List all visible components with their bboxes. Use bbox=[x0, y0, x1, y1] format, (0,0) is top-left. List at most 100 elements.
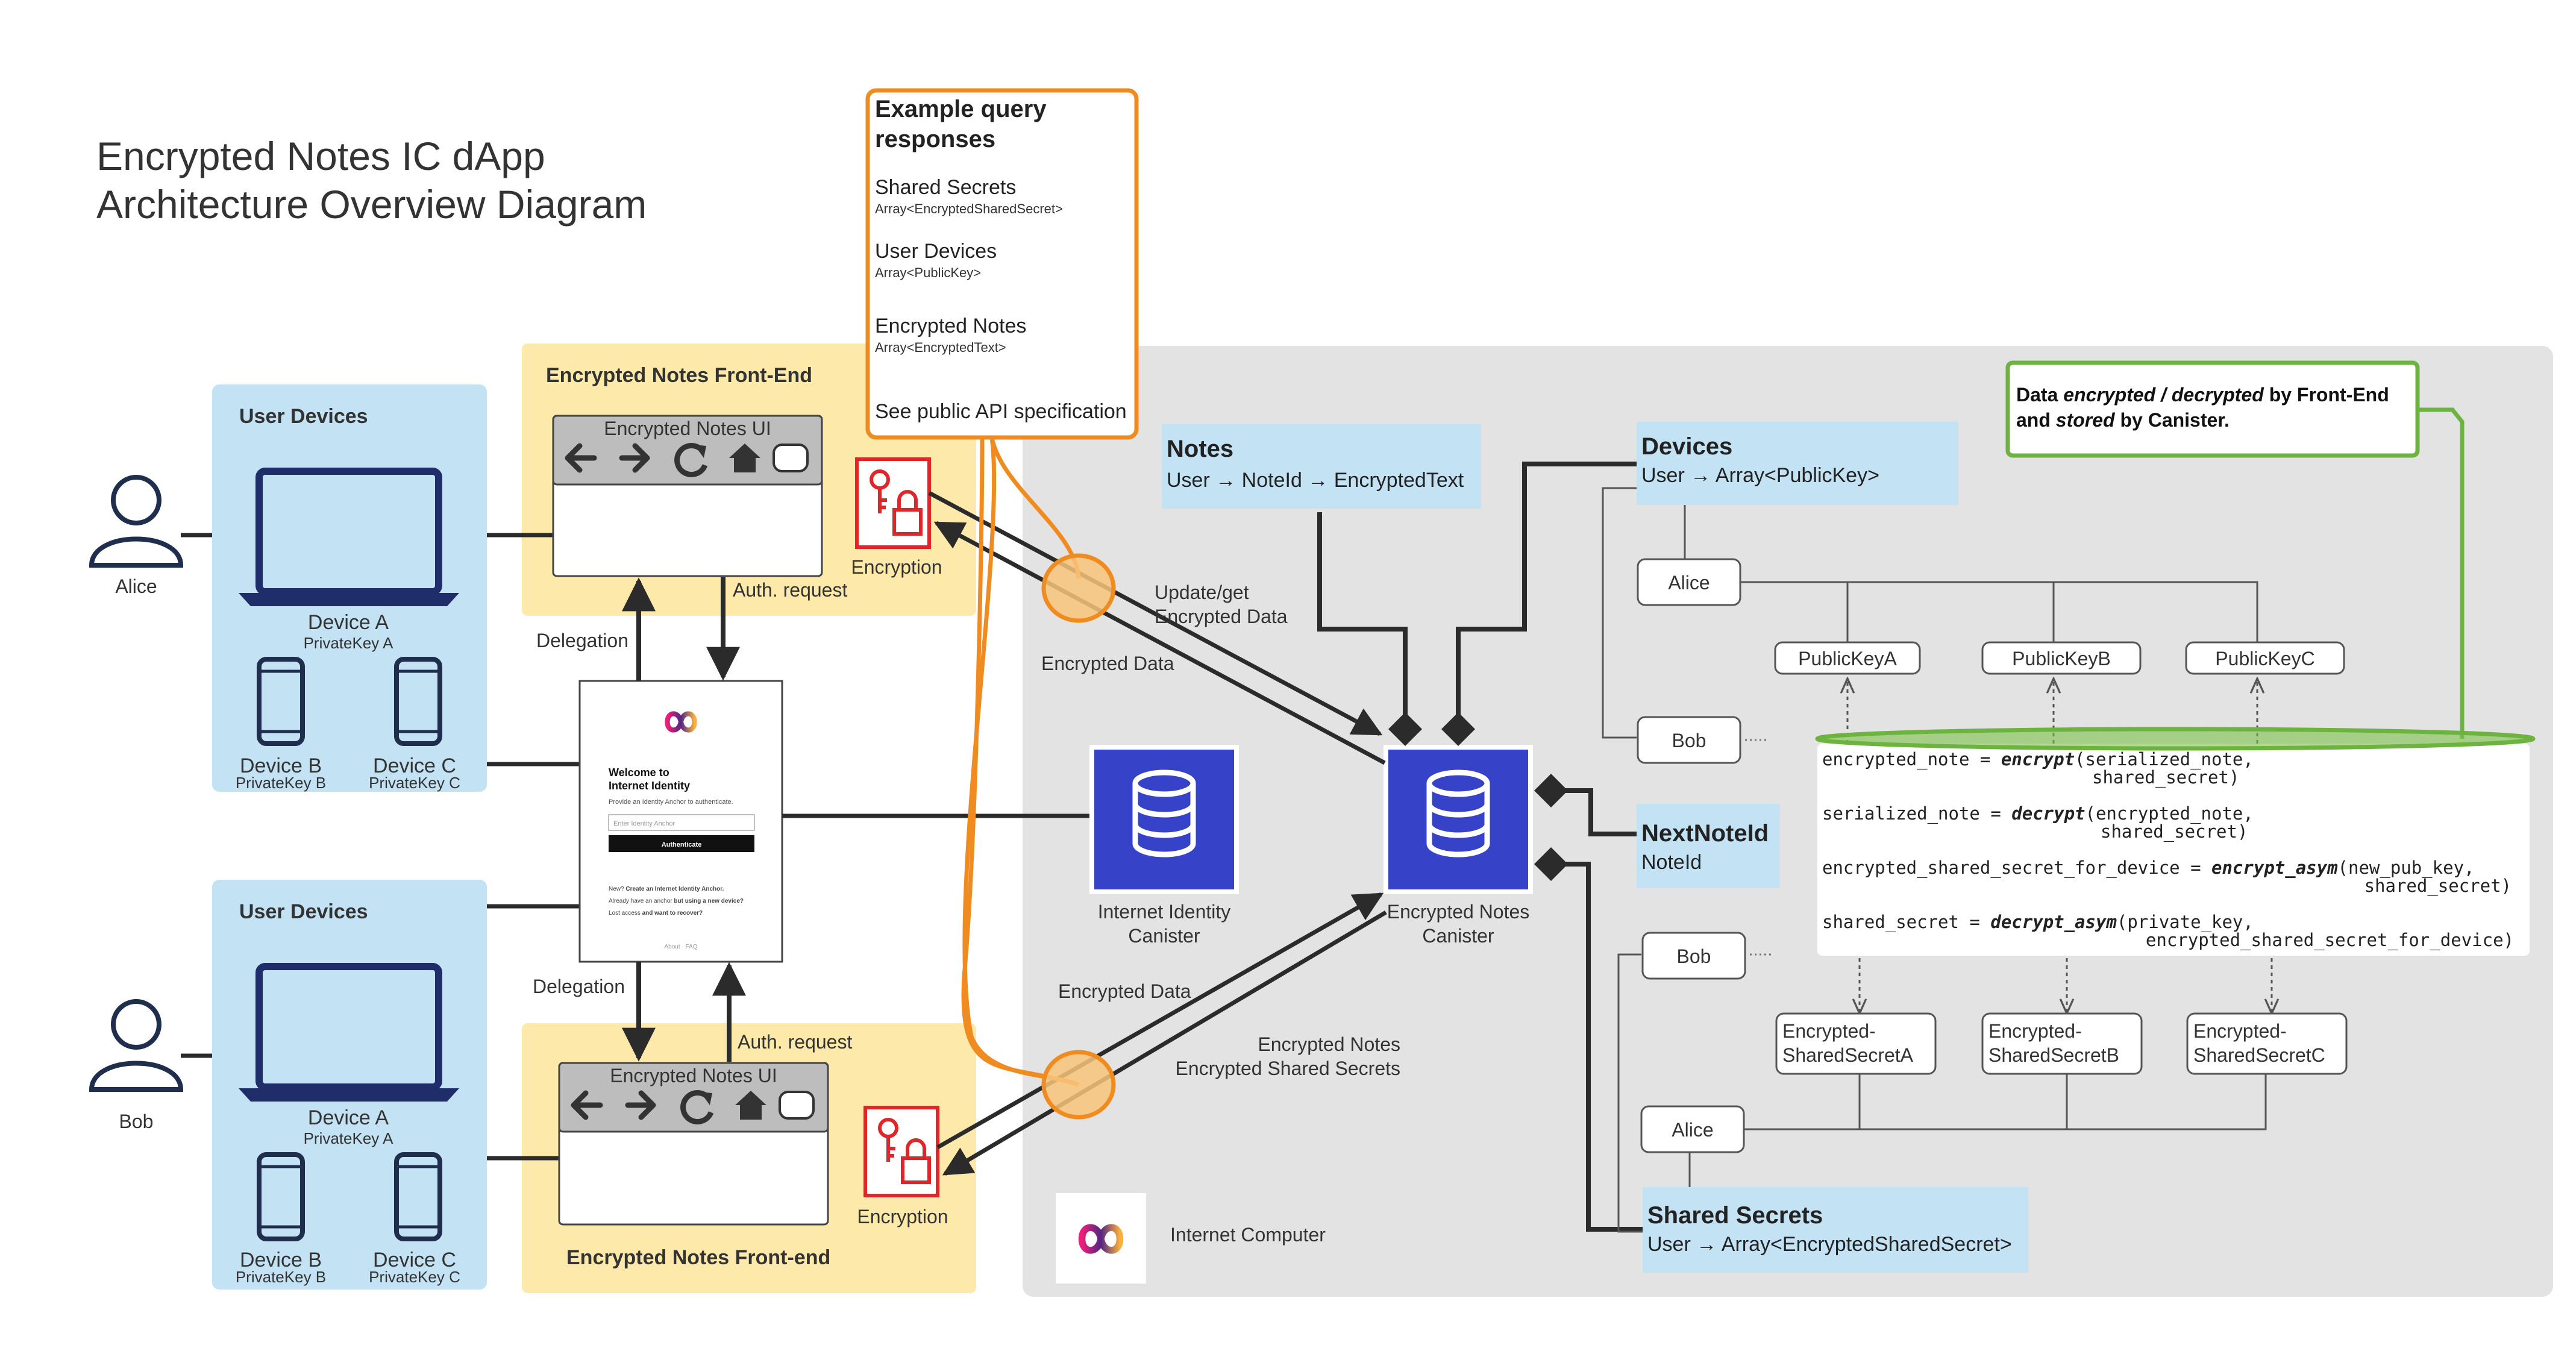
phone-icon bbox=[394, 657, 442, 746]
api-spec-link[interactable]: See public API specification bbox=[875, 400, 1127, 423]
notes-store-map: User → NoteId → EncryptedText bbox=[1167, 469, 1464, 492]
device-c-key: PrivateKey C bbox=[369, 774, 460, 792]
green-highlight bbox=[1815, 727, 2536, 751]
reload-icon bbox=[680, 1090, 714, 1124]
encryption-bottom-label: Encryption bbox=[857, 1206, 948, 1227]
arrow-left-icon bbox=[571, 1090, 603, 1120]
ii-authenticate-button[interactable] bbox=[609, 835, 754, 852]
ess-c-node bbox=[2186, 1012, 2348, 1075]
user-alice-label: Alice bbox=[115, 575, 157, 597]
example-title-2: responses bbox=[875, 126, 995, 152]
notes-canister-label-2: Canister bbox=[1422, 925, 1494, 947]
ii-welcome-2: Internet Identity bbox=[609, 780, 690, 792]
diamond-devices bbox=[1441, 712, 1475, 746]
ii-lost-line: Lost access and want to recover? bbox=[609, 910, 703, 917]
internet-computer-area bbox=[1023, 346, 2553, 1297]
data-highlight-top bbox=[1041, 553, 1116, 623]
devices-store-map: User → Array<PublicKey> bbox=[1641, 464, 1879, 487]
notes-canister-label-1: Encrypted Notes bbox=[1387, 901, 1530, 923]
tree-bob-node bbox=[1637, 716, 1741, 764]
ii-anchor-placeholder: Enter Identity Anchor bbox=[613, 820, 675, 827]
user-icon bbox=[89, 999, 184, 1092]
public-key-b-node bbox=[1981, 641, 2142, 675]
crypto-code: encrypted_note = encrypt(serialized_note… bbox=[1822, 749, 2514, 951]
arrow-right-icon bbox=[619, 443, 650, 473]
crypto-code-panel bbox=[1817, 744, 2530, 956]
example-notes-type: Array<EncryptedText> bbox=[875, 340, 1006, 355]
ii-anchor-line: Already have an anchor but using a new d… bbox=[609, 898, 744, 904]
next-note-id-title: NextNoteId bbox=[1641, 820, 1769, 847]
key-lock-icon bbox=[855, 457, 931, 549]
tree-bob2-label: Bob bbox=[1677, 945, 1711, 967]
internet-identity-screen: Welcome to Internet Identity Provide an … bbox=[578, 680, 783, 963]
device-a-label: Device A bbox=[308, 1106, 389, 1129]
device-c-label: Device C bbox=[373, 1249, 456, 1271]
code-line-6: shared_secret) bbox=[2364, 876, 2512, 897]
user-devices-top-title: User Devices bbox=[239, 405, 368, 428]
encrypted-notes-canister bbox=[1384, 745, 1533, 894]
device-a-key: PrivateKey A bbox=[304, 1129, 394, 1147]
browser-bottom-label: Encrypted Notes UI bbox=[610, 1065, 777, 1086]
green-note-box bbox=[2005, 360, 2420, 458]
next-note-id-type: NoteId bbox=[1641, 851, 1702, 874]
encrypted-data-top-label: Encrypted Data bbox=[1041, 653, 1174, 674]
ii-footer: About · FAQ bbox=[664, 944, 697, 950]
database-icon bbox=[1426, 770, 1490, 857]
ess-b-label-2: SharedSecretB bbox=[1988, 1044, 2119, 1066]
ii-canister-label-1: Internet Identity bbox=[1098, 901, 1231, 923]
laptop-icon bbox=[239, 468, 459, 606]
diamond-next-note bbox=[1534, 774, 1568, 807]
device-a-label: Device A bbox=[308, 611, 389, 634]
device-a-key: PrivateKey A bbox=[304, 634, 394, 652]
public-key-c-label: PublicKeyC bbox=[2215, 648, 2314, 669]
example-query-box bbox=[865, 88, 1139, 440]
diamond-notes bbox=[1388, 712, 1422, 746]
ii-authenticate-label: Authenticate bbox=[662, 841, 702, 848]
public-key-a-label: PublicKeyA bbox=[1798, 648, 1897, 669]
arrow-left-icon bbox=[565, 443, 597, 473]
device-c-label: Device C bbox=[373, 754, 456, 777]
code-line-3: serialized_note = decrypt(encrypted_note… bbox=[1822, 803, 2254, 824]
green-note-line-2: and stored by Canister. bbox=[2016, 409, 2230, 431]
next-note-id-store bbox=[1637, 804, 1780, 888]
device-c-key: PrivateKey C bbox=[369, 1268, 460, 1286]
ess-a-label-2: SharedSecretA bbox=[1782, 1044, 1914, 1066]
code-line-8: encrypted_shared_secret_for_device) bbox=[2146, 930, 2514, 951]
diagram-title-line1: Encrypted Notes IC dApp bbox=[96, 134, 545, 178]
ess-c-label-2: SharedSecretC bbox=[2193, 1044, 2325, 1066]
public-key-c-node bbox=[2185, 641, 2345, 675]
delegation-top-label: Delegation bbox=[536, 630, 628, 651]
example-devices-title: User Devices bbox=[875, 240, 997, 263]
shared-secrets-map: User → Array<EncryptedSharedSecret> bbox=[1647, 1233, 2012, 1256]
tree-alice-node bbox=[1637, 558, 1741, 606]
device-b-label: Device B bbox=[240, 1249, 322, 1271]
database-icon bbox=[1132, 770, 1196, 857]
tree-alice2-label: Alice bbox=[1672, 1119, 1713, 1141]
frontend-top-title: Encrypted Notes Front-End bbox=[546, 364, 812, 387]
notes-store-title: Notes bbox=[1167, 436, 1233, 462]
ii-subtitle: Provide an Identity Anchor to authentica… bbox=[609, 798, 733, 806]
home-icon bbox=[735, 1091, 766, 1120]
user-icon bbox=[89, 475, 184, 568]
ii-anchor-input[interactable] bbox=[608, 814, 755, 831]
devices-store-title: Devices bbox=[1641, 433, 1732, 460]
update-get-label-1: Update/get bbox=[1155, 581, 1249, 603]
phone-icon bbox=[394, 1152, 442, 1241]
green-note-line-1: Data encrypted / decrypted by Front-End bbox=[2016, 384, 2389, 406]
notes-store bbox=[1162, 424, 1481, 509]
example-shared-title: Shared Secrets bbox=[875, 176, 1016, 199]
device-b-key: PrivateKey B bbox=[236, 774, 326, 792]
code-line-1: encrypted_note = encrypt(serialized_note… bbox=[1822, 749, 2254, 770]
home-icon bbox=[729, 444, 760, 472]
user-devices-bottom-title: User Devices bbox=[239, 900, 368, 923]
tree-bob2-node bbox=[1641, 932, 1746, 980]
data-highlight-bottom bbox=[1041, 1050, 1116, 1120]
update-get-label-2: Encrypted Data bbox=[1155, 606, 1288, 627]
ess-a-label-1: Encrypted- bbox=[1782, 1020, 1876, 1042]
enc-notes-label-1: Encrypted Notes bbox=[1258, 1033, 1400, 1055]
encrypted-data-bottom-label: Encrypted Data bbox=[1058, 980, 1191, 1002]
reload-icon bbox=[674, 443, 708, 477]
code-line-7: shared_secret = decrypt_asym(private_key… bbox=[1822, 912, 2254, 933]
ess-b-node bbox=[1981, 1012, 2143, 1075]
